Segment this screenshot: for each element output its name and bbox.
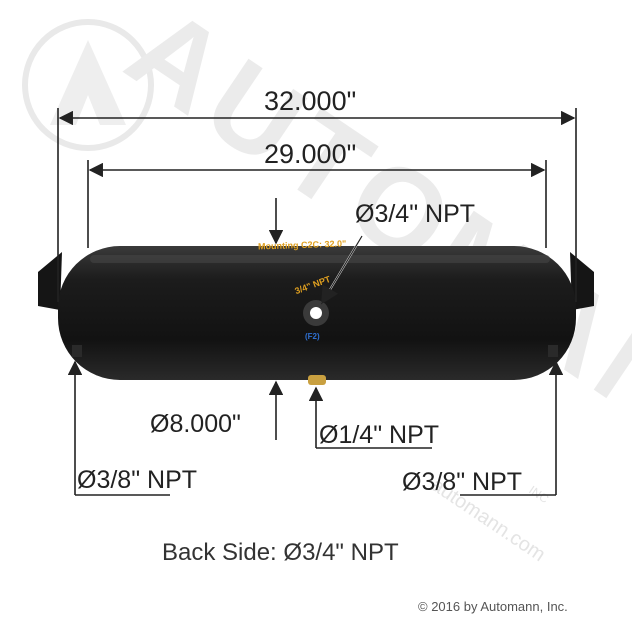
watermark-logo-mark <box>50 40 126 125</box>
dim-left-end-port-label: Ø3/8" NPT <box>77 466 198 494</box>
dim-overall-length-label: 32.000" <box>264 86 357 116</box>
bottom-fitting <box>308 375 326 385</box>
copyright-notice: © 2016 by Automann, Inc. <box>418 599 568 614</box>
dim-top-port-label: Ø3/4" NPT <box>355 200 476 228</box>
dim-mount-length-label: 29.000" <box>264 139 357 169</box>
back-side-caption: Back Side: Ø3/4" NPT <box>162 539 399 566</box>
right-end-fitting <box>548 345 558 357</box>
tank-port-code: (F2) <box>305 332 320 341</box>
tank-highlight <box>90 255 550 263</box>
dim-right-end-port-label: Ø3/8" NPT <box>402 468 523 496</box>
left-mount-bracket <box>38 252 62 310</box>
watermark-logo-ring <box>22 19 154 151</box>
port-3-4-npt-hole <box>310 307 322 319</box>
left-end-fitting <box>72 345 82 357</box>
dim-bottom-port-label: Ø1/4" NPT <box>319 421 440 449</box>
dim-diameter-label: Ø8.000" <box>150 410 241 438</box>
